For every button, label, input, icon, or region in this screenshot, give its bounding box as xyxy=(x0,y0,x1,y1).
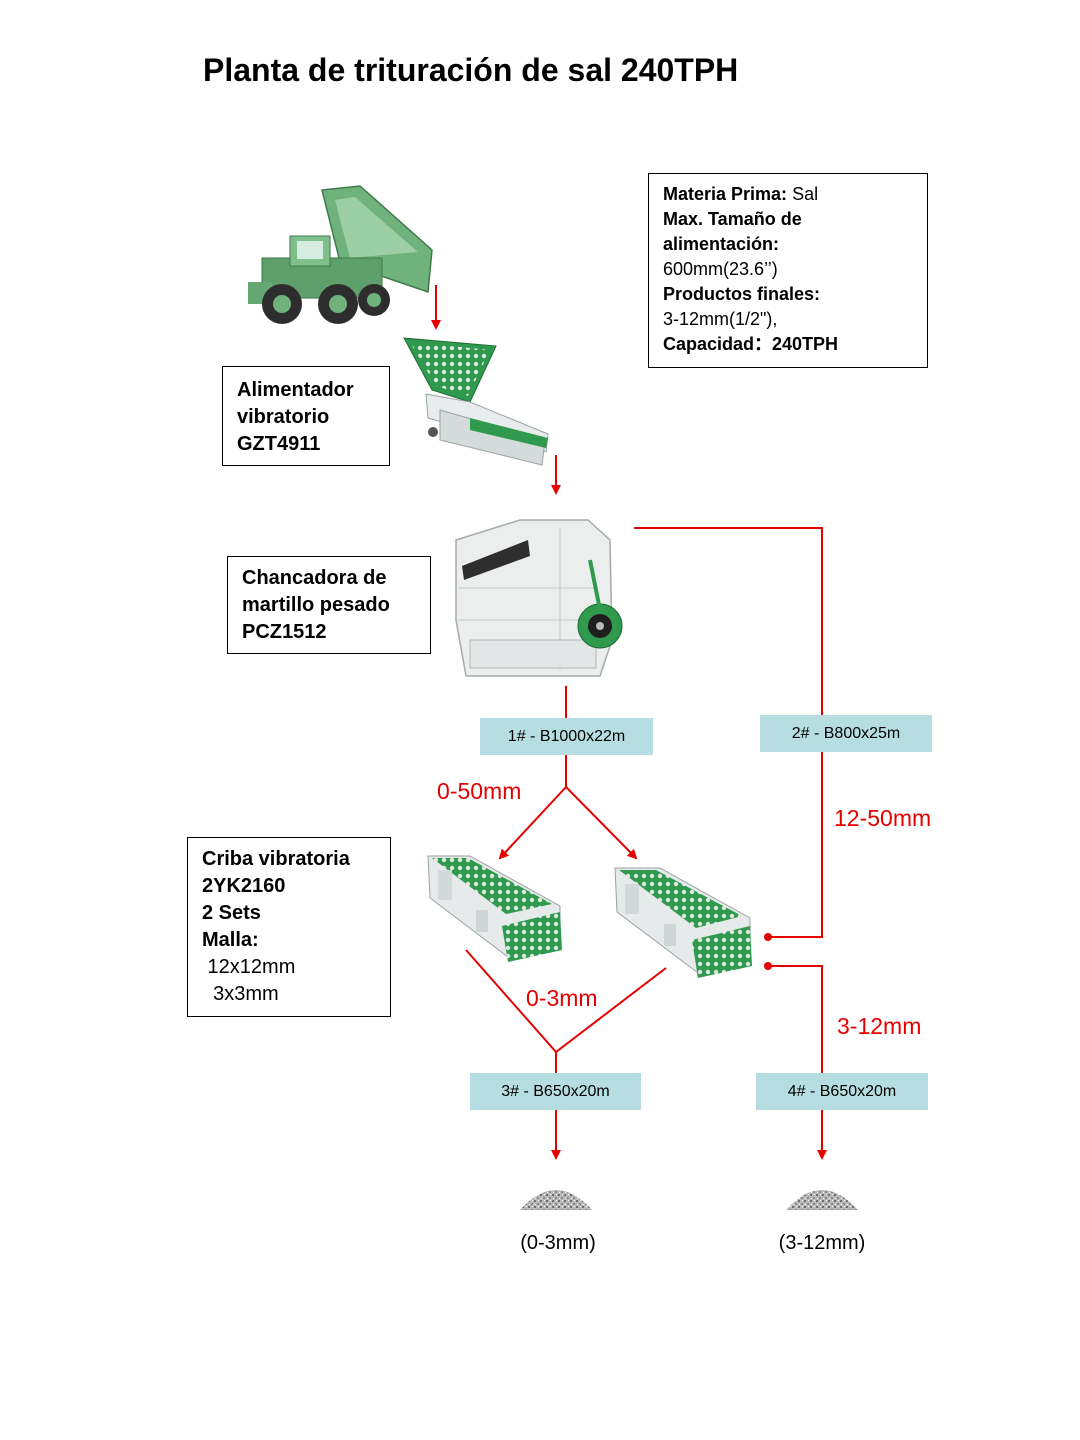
vibrating-screen-1-image xyxy=(427,855,562,962)
materia-label: Materia Prima: xyxy=(663,184,788,204)
crusher-line-1: Chancadora de xyxy=(242,567,387,589)
crusher-line-2: martillo pesado xyxy=(242,594,390,616)
feeder-line-3: GZT4911 xyxy=(237,433,321,455)
product-label-3-12: (3-12mm) xyxy=(778,1232,866,1254)
crusher-line-3: PCZ1512 xyxy=(242,621,327,643)
specs-box: Materia Prima: Sal Max. Tamaño de alimen… xyxy=(648,173,928,368)
max-size-label-1: Max. Tamaño de xyxy=(663,209,802,229)
screen-line-5: 12x12mm xyxy=(202,956,296,978)
screen-2-outlet-dot-top xyxy=(764,933,772,941)
belt-1-label: 1# - B1000x22m xyxy=(480,718,653,755)
dump-truck-image xyxy=(248,185,433,324)
products-label: Productos finales: xyxy=(663,284,821,304)
vibrating-feeder-image xyxy=(403,337,549,466)
screen-line-3: 2 Sets xyxy=(202,902,261,924)
hammer-crusher-image xyxy=(455,519,623,677)
page-title: Planta de trituración de sal 240TPH xyxy=(203,52,739,88)
flow-lines xyxy=(431,285,827,1160)
flow-label-0-3: 0-3mm xyxy=(526,985,598,1011)
flow-label-3-12: 3-12mm xyxy=(837,1013,922,1039)
feeder-line-2: vibratorio xyxy=(237,406,330,428)
screen-line-4: Malla: xyxy=(202,929,259,951)
vibrating-screen-2-image xyxy=(614,867,752,978)
screen-line-1: Criba vibratoria xyxy=(202,848,350,870)
belt-3-label: 3# - B650x20m xyxy=(470,1073,641,1110)
crusher-label-box: Chancadora de martillo pesado PCZ1512 xyxy=(227,556,431,654)
belt-4-label: 4# - B650x20m xyxy=(756,1073,928,1110)
capacity-label: Capacidad：240TPH xyxy=(663,334,839,354)
flow-label-0-50: 0-50mm xyxy=(437,778,522,804)
product-label-0-3: (0-3mm) xyxy=(520,1232,596,1254)
max-size-label-2: alimentación: xyxy=(663,234,780,254)
feeder-label-box: Alimentador vibratorio GZT4911 xyxy=(222,366,390,466)
screen-2-outlet-dot-bottom xyxy=(764,962,772,970)
products-value: 3-12mm(1/2"), xyxy=(663,309,778,329)
screen-label-box: Criba vibratoria 2YK2160 2 Sets Malla: 1… xyxy=(187,837,391,1017)
materia-value: Sal xyxy=(787,184,819,204)
product-pile-0-3-image xyxy=(520,1190,592,1210)
flow-label-12-50: 12-50mm xyxy=(834,805,932,831)
screen-line-2: 2YK2160 xyxy=(202,875,286,897)
belt-2-label: 2# - B800x25m xyxy=(760,715,932,752)
screen-line-6: 3x3mm xyxy=(202,983,279,1005)
max-size-value: 600mm(23.6’’) xyxy=(663,259,778,279)
feeder-line-1: Alimentador xyxy=(237,379,354,401)
product-pile-3-12-image xyxy=(786,1190,858,1210)
